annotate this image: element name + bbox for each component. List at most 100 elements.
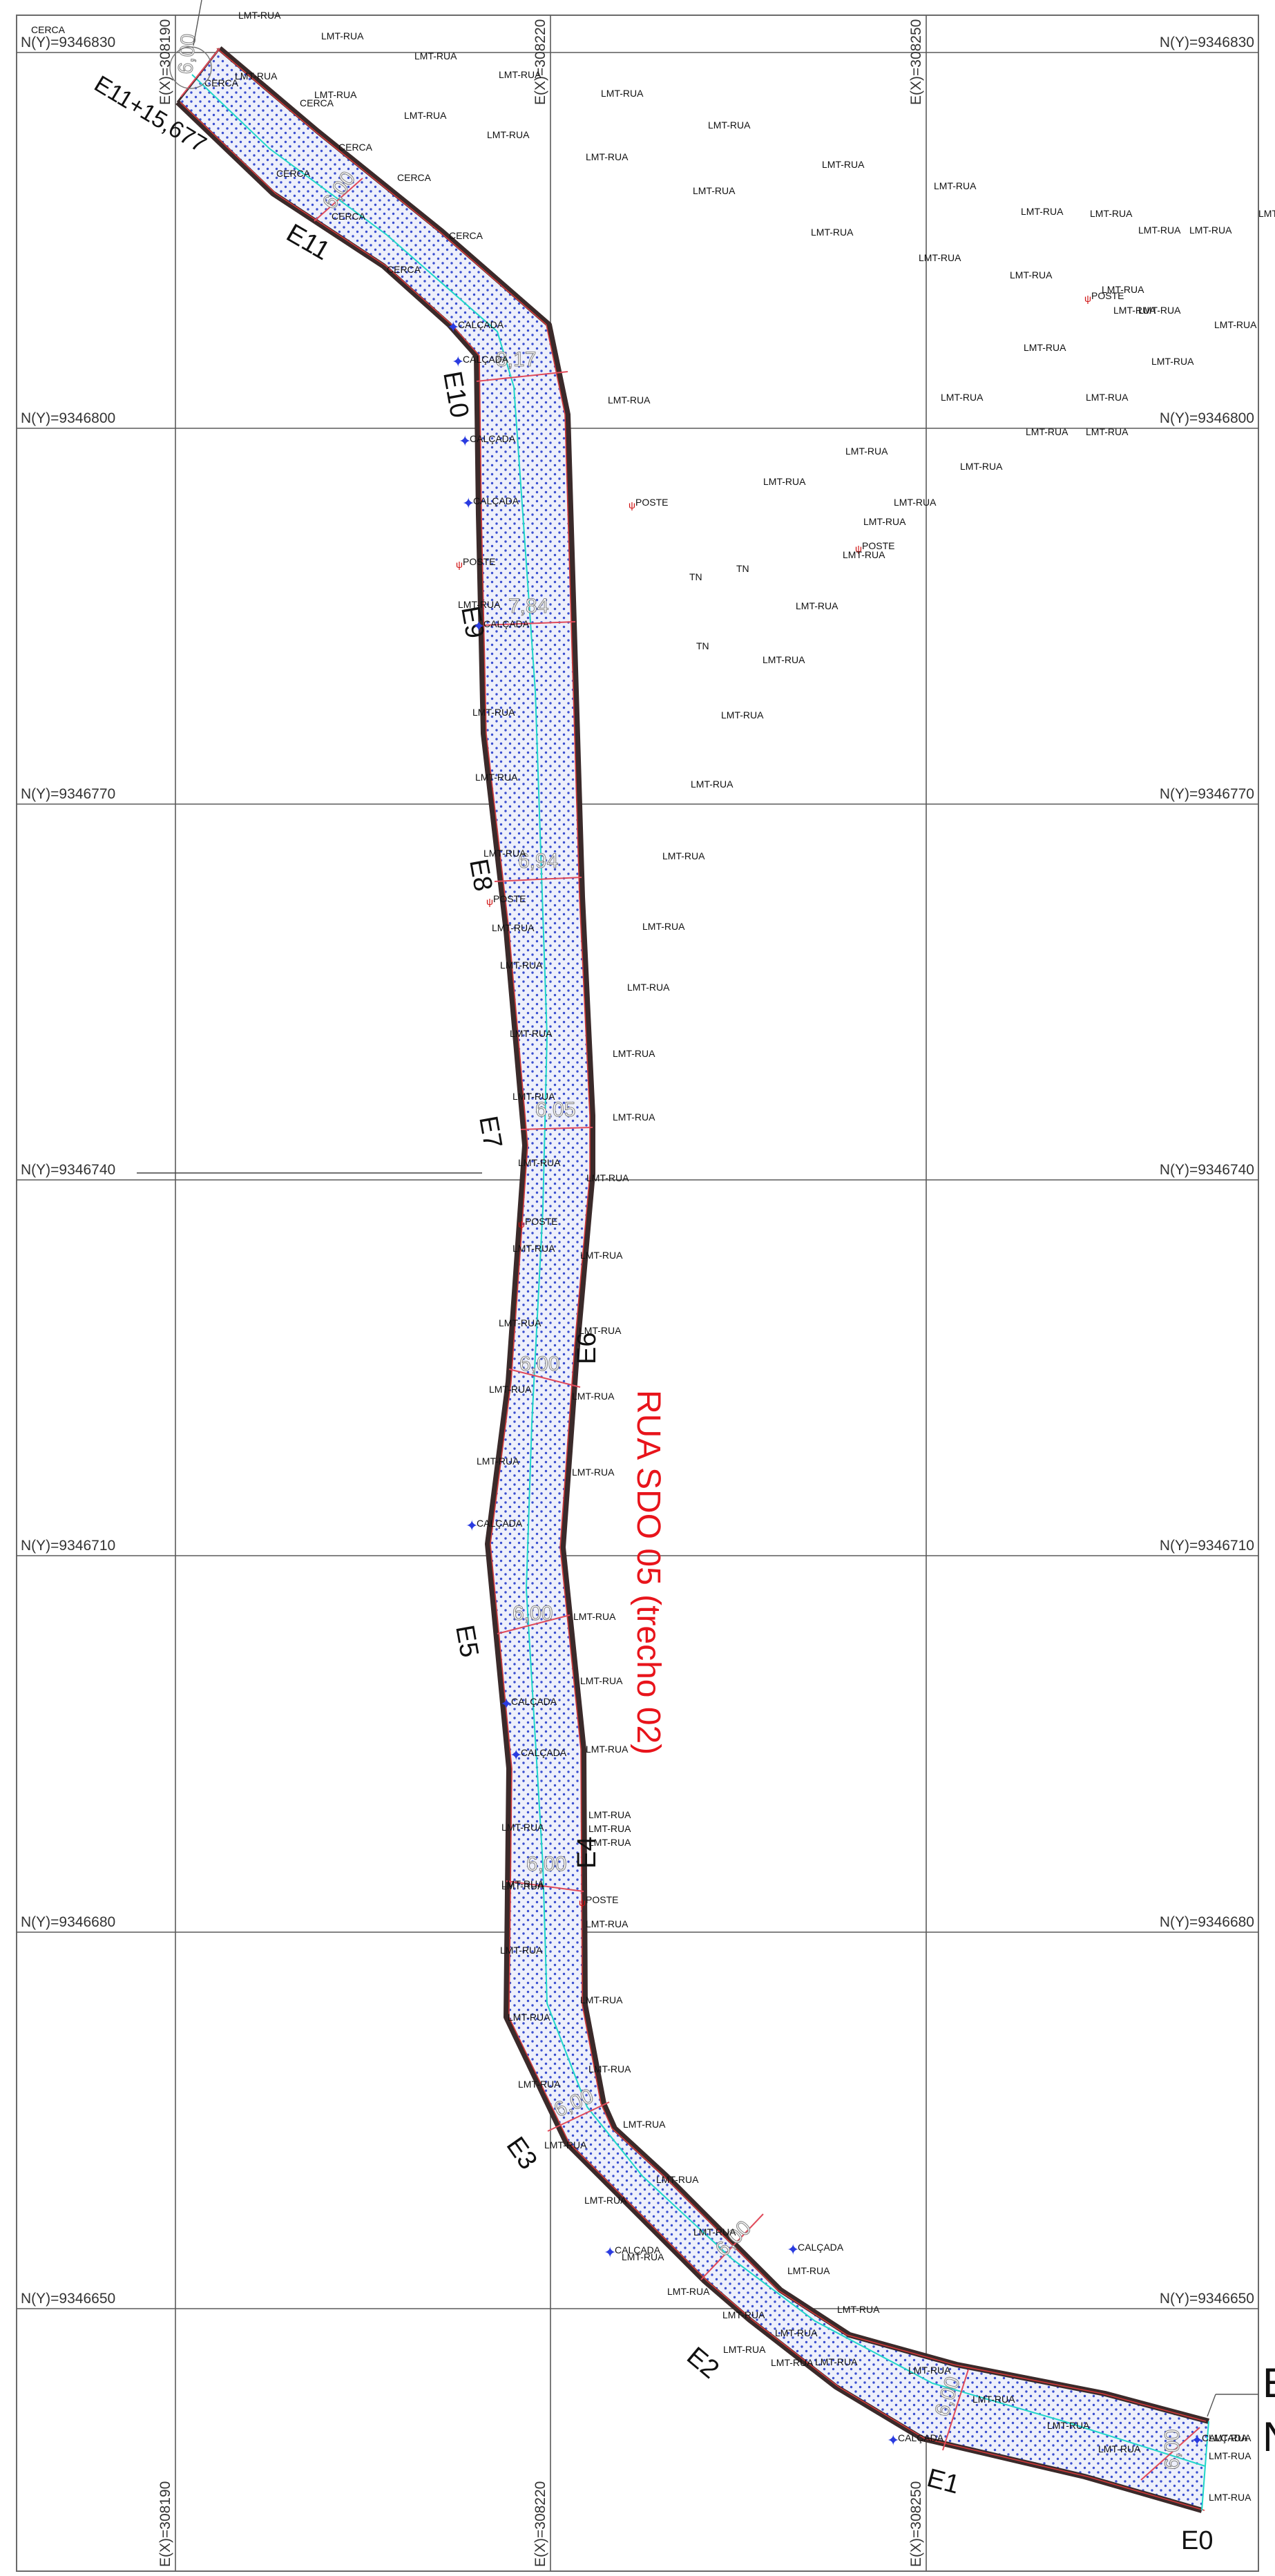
survey-label: LMT-RUA <box>845 446 888 457</box>
drawing-frame <box>16 15 1259 2572</box>
sidewalk-marker-icon: ✦ <box>604 2244 616 2261</box>
survey-label: LMT-RUA <box>586 1744 629 1755</box>
station-label-e0: E0 <box>1181 2526 1213 2555</box>
survey-label: LMT-RUA <box>775 2327 818 2338</box>
width-label-w13: 6,00 <box>174 33 200 75</box>
survey-label: LMT-RUA <box>1026 426 1068 437</box>
survey-label: LMT-RUA <box>580 1250 623 1261</box>
survey-label: LMT-RUA <box>843 549 885 560</box>
survey-label: LMT-RUA <box>622 2251 664 2262</box>
survey-label: CERCA <box>276 168 311 179</box>
survey-label: LMT-RUA <box>238 10 281 21</box>
grid-label-n770-right: N(Y)=9346770 <box>1160 786 1254 802</box>
street-center-axis <box>191 74 1206 2467</box>
width-line-w1 <box>1140 2427 1200 2481</box>
survey-label: LMT-RUA <box>510 1028 553 1039</box>
survey-label: LMT-RUA <box>1024 342 1066 353</box>
survey-label: LMT-RUA <box>1209 2492 1252 2503</box>
survey-label: LMT-RUA <box>518 1157 561 1168</box>
survey-label: LMT-RUA <box>518 2079 561 2090</box>
survey-label: LMT-RUA <box>321 30 364 41</box>
pole-marker-icon: ψ <box>855 543 862 554</box>
grid-label-e220-bottom: E(X)=308220 <box>533 2481 548 2567</box>
pole-marker-icon: ψ <box>456 559 463 570</box>
survey-label: LMT-RUA <box>477 1456 519 1467</box>
survey-label: POSTE <box>525 1216 557 1227</box>
survey-label: LMT-RUA <box>642 921 685 932</box>
survey-label: LMT-RUA <box>1010 269 1053 280</box>
edge-line-right <box>216 48 1207 2422</box>
survey-label: LMT-RUA <box>721 709 764 721</box>
survey-label: CERCA <box>31 24 66 35</box>
survey-label: LMT-RUA <box>512 1243 555 1254</box>
survey-label: LMT-RUA <box>894 497 937 508</box>
grid-label-n710-left: N(Y)=9346710 <box>21 1538 115 1554</box>
right-edge-letter-e: E <box>1263 2360 1275 2406</box>
grid-labels: N(Y)=9346830 N(Y)=9346830 N(Y)=9346800 N… <box>21 19 1254 2567</box>
survey-label: LMT-RUA <box>472 707 515 718</box>
grid-label-n740-right: N(Y)=9346740 <box>1160 1162 1254 1178</box>
width-line-w11 <box>476 371 568 382</box>
width-label-w6: 6,00 <box>512 1602 553 1625</box>
grid-label-n830-right: N(Y)=9346830 <box>1160 35 1254 50</box>
width-dimension-labels: 6,006,006,006,006,006,006,006,056,947,84… <box>174 32 1185 2470</box>
survey-label: LMT-RUA <box>722 2309 765 2320</box>
survey-label: LMT-RUA <box>588 1837 631 1848</box>
survey-label: POSTE <box>1091 290 1124 301</box>
survey-label: CERCA <box>332 211 366 222</box>
survey-label: LMT-RUA <box>1021 206 1064 217</box>
survey-label: LMT-RUA <box>586 151 629 162</box>
grid-label-n740-left: N(Y)=9346740 <box>21 1162 115 1178</box>
survey-label: LMT-RUA <box>1151 356 1194 367</box>
station-label-e1: E1 <box>924 2463 963 2500</box>
survey-label: LMT-RUA <box>1102 284 1144 295</box>
width-label-w9: 6,94 <box>518 850 558 872</box>
survey-label: LMT-RUA <box>863 516 906 527</box>
pole-marker-icon: ψ <box>1084 293 1091 304</box>
survey-label: LMT-RUA <box>458 599 501 610</box>
survey-label: LMT-RUA <box>771 2357 814 2368</box>
survey-label: LMT-RUA <box>627 982 670 993</box>
survey-label: TN <box>696 640 709 651</box>
width-line-w2 <box>942 2369 969 2451</box>
survey-label: LMT-RUA <box>500 960 543 971</box>
survey-label: LMT-RUA <box>573 1611 616 1622</box>
station-label-e2: E2 <box>681 2342 725 2385</box>
survey-label: LMT-RUA <box>314 89 357 100</box>
width-label-w10: 7,84 <box>508 595 548 618</box>
survey-label: LMT-RUA <box>623 2119 666 2130</box>
survey-label: CERCA <box>387 264 421 275</box>
width-label-w7: 6,00 <box>519 1353 559 1375</box>
survey-label: LMT-RUA <box>822 159 865 170</box>
station-label-e9: E9 <box>455 604 489 640</box>
street-start-cap <box>1201 2421 1209 2511</box>
survey-label: CALÇADA <box>477 1518 523 1529</box>
width-line-w10 <box>484 621 576 626</box>
survey-label: LMT-RUA <box>1214 319 1257 330</box>
sidewalk-marker-icon: ✦ <box>500 1695 512 1712</box>
survey-label: LMT-RUA <box>691 779 734 790</box>
grid-label-n800-left: N(Y)=9346800 <box>21 410 115 426</box>
survey-label: LMT-RUA <box>588 2063 631 2074</box>
width-line-w7 <box>508 1368 581 1388</box>
survey-label: LMT-RUA <box>586 1918 629 1929</box>
road-surface <box>178 48 1209 2510</box>
survey-label: LMT-RUA <box>572 1391 615 1402</box>
station-label-e10: E10 <box>437 369 474 420</box>
width-line-w5 <box>506 1880 584 1892</box>
station-label-e5: E5 <box>450 1623 483 1659</box>
survey-label: LMT-RUA <box>489 1384 532 1395</box>
survey-label: LMT-RUA <box>475 772 518 783</box>
survey-label: LMT-RUA <box>512 1091 555 1102</box>
survey-label: LMT-RUA <box>601 88 644 99</box>
survey-label: LMT-RUA <box>501 1822 544 1833</box>
survey-label: LMT-RUA <box>544 2139 587 2150</box>
survey-label: LMT-RUA <box>941 392 984 403</box>
sidewalk-marker-icon: ✦ <box>472 618 485 635</box>
survey-label: CALÇADA <box>615 2244 661 2255</box>
end-station-marker <box>169 46 212 89</box>
survey-label: LMT-RUA <box>608 394 651 406</box>
survey-label: LMT-RUA <box>1138 305 1181 316</box>
sidewalk-marker-icon: ✦ <box>787 2241 799 2258</box>
